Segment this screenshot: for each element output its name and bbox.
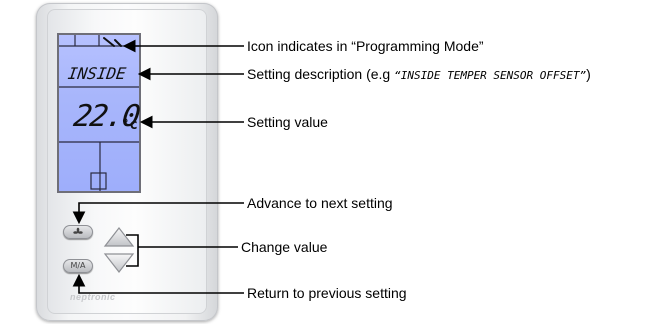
return-button[interactable]: M/A	[63, 259, 93, 273]
up-arrow-button[interactable]	[103, 226, 135, 248]
brand-logo: neptronic	[70, 292, 116, 302]
callout-advance: Advance to next setting	[247, 195, 393, 211]
callout-setting-description-prefix: Setting description (e.g	[247, 66, 395, 82]
advance-leader	[72, 202, 244, 225]
wrench-icon	[103, 37, 122, 47]
callout-setting-value: Setting value	[247, 114, 328, 130]
advance-button[interactable]	[63, 225, 93, 239]
lcd-unit: °c	[121, 117, 138, 133]
down-arrow-button[interactable]	[103, 252, 135, 274]
change-value-bracket	[126, 234, 139, 267]
mode-button-label: M/A	[70, 261, 86, 270]
callout-setting-description-suffix: )	[586, 66, 591, 82]
return-leader	[72, 273, 244, 294]
callout-programming-mode: Icon indicates in “Programming Mode”	[247, 38, 484, 54]
fan-icon	[73, 227, 83, 234]
callout-change-value: Change value	[241, 239, 328, 255]
callout-setting-description-example: “INSIDE TEMPER SENSOR OFFSET”	[394, 69, 587, 82]
callout-return: Return to previous setting	[247, 285, 407, 301]
callout-setting-description: Setting description (e.g “INSIDE TEMPER …	[247, 66, 591, 84]
